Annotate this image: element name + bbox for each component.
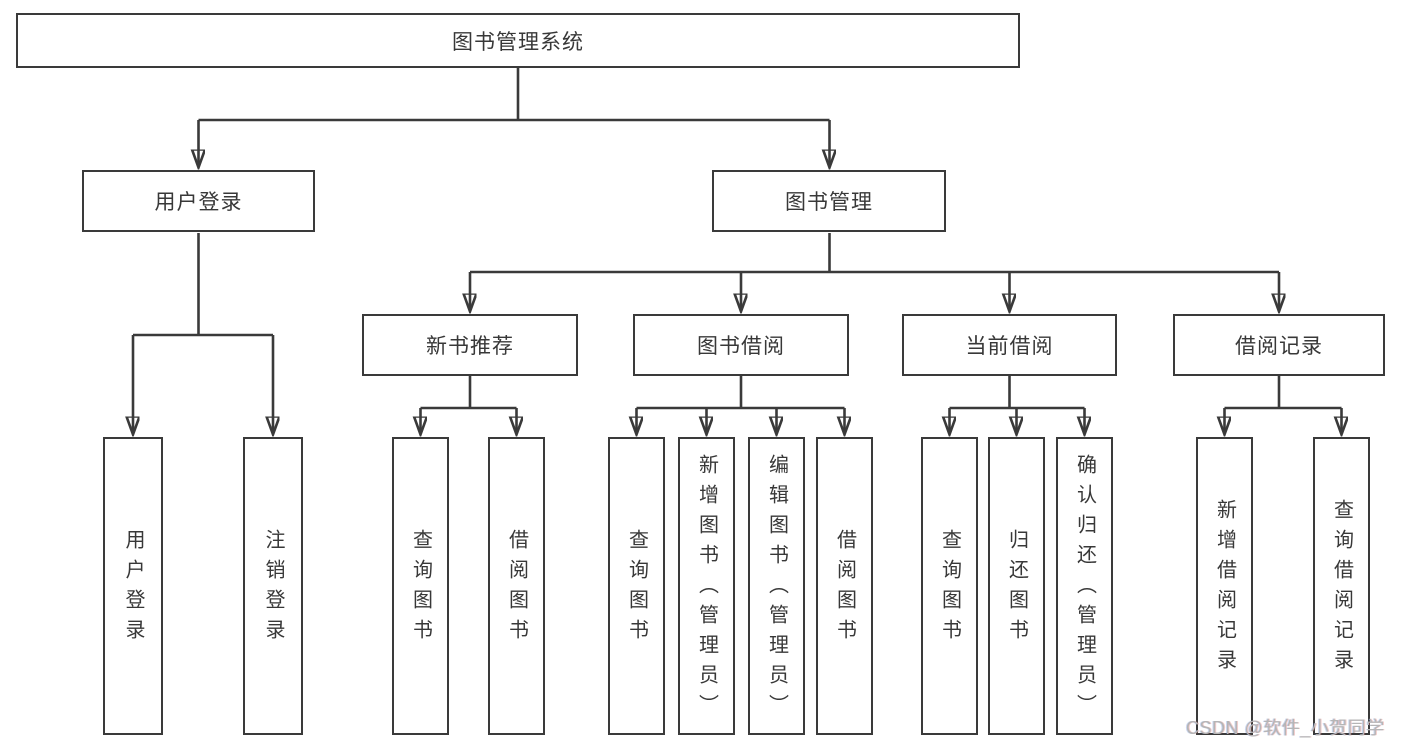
leaf-node-query-books-3: 查询图书 — [921, 437, 978, 735]
module-node-book-borrow: 图书借阅 — [633, 314, 849, 376]
leaf-node-confirm-return-admin: 确认归还（管理员） — [1056, 437, 1113, 735]
branch-node-user-login: 用户登录 — [82, 170, 315, 232]
leaf-node-return-books: 归还图书 — [988, 437, 1045, 735]
leaf-node-query-books-2: 查询图书 — [608, 437, 665, 735]
leaf-node-user-login: 用户登录 — [103, 437, 163, 735]
module-node-borrow-records: 借阅记录 — [1173, 314, 1385, 376]
root-node-library-system: 图书管理系统 — [16, 13, 1020, 68]
leaf-node-query-books-1: 查询图书 — [392, 437, 449, 735]
module-node-new-book-recommend: 新书推荐 — [362, 314, 578, 376]
leaf-node-logout: 注销登录 — [243, 437, 303, 735]
module-node-current-borrow: 当前借阅 — [902, 314, 1117, 376]
csdn-watermark: CSDN @软件_小贺同学 — [1186, 718, 1385, 738]
leaf-node-edit-books-admin: 编辑图书（管理员） — [748, 437, 805, 735]
leaf-node-borrow-books-2: 借阅图书 — [816, 437, 873, 735]
leaf-node-query-borrow-record: 查询借阅记录 — [1313, 437, 1370, 735]
leaf-node-add-borrow-record: 新增借阅记录 — [1196, 437, 1253, 735]
leaf-node-borrow-books-1: 借阅图书 — [488, 437, 545, 735]
leaf-node-add-books-admin: 新增图书（管理员） — [678, 437, 735, 735]
branch-node-book-management: 图书管理 — [712, 170, 946, 232]
